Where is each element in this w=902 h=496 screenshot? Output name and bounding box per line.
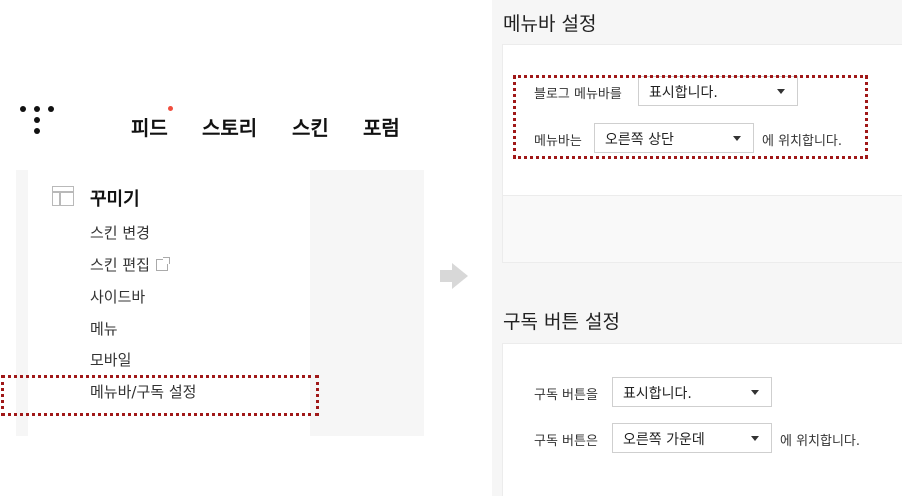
nav-story[interactable]: 스토리 [202, 116, 258, 140]
subscribe-show-value: 표시합니다. [623, 386, 692, 402]
tistory-logo-icon[interactable] [20, 106, 54, 140]
sidebar-item-skin-edit[interactable]: 스킨 편집 [90, 254, 170, 275]
sidebar-item-mobile[interactable]: 모바일 [90, 349, 131, 370]
sidebar-item-label: 메뉴바/구독 설정 [90, 383, 197, 401]
sidebar-item-sidebar[interactable]: 사이드바 [90, 286, 145, 307]
sidebar-item-label: 메뉴 [90, 320, 118, 338]
menubar-position-value: 오른쪽 상단 [605, 132, 674, 148]
layout-icon [52, 186, 74, 206]
menubar-position-label: 메뉴바는 [534, 134, 582, 149]
subscribe-show-select[interactable]: 표시합니다. [612, 377, 772, 407]
caret-down-icon [751, 390, 759, 395]
highlight-box-menubar [513, 75, 868, 159]
menubar-settings-title: 메뉴바 설정 [503, 13, 597, 35]
blog-menubar-label: 블로그 메뉴바를 [534, 87, 622, 102]
sidebar-item-label: 모바일 [90, 351, 132, 369]
subscribe-show-label: 구독 버튼을 [534, 388, 598, 403]
caret-down-icon [733, 136, 741, 141]
sidebar-item-menu[interactable]: 메뉴 [90, 318, 118, 339]
external-link-icon [155, 257, 170, 271]
blog-menubar-value: 표시합니다. [649, 85, 718, 101]
subscribe-settings-title: 구독 버튼 설정 [503, 311, 620, 333]
sidebar-item-menubar-subscribe[interactable]: 메뉴바/구독 설정 [90, 381, 196, 402]
menubar-position-suffix: 에 위치합니다. [762, 134, 843, 149]
caret-down-icon [777, 89, 785, 94]
sidebar [28, 170, 310, 436]
subscribe-position-label: 구독 버튼은 [534, 434, 598, 449]
highlight-box-sidebar [1, 375, 319, 416]
caret-down-icon [751, 436, 759, 441]
sidebar-item-skin-change[interactable]: 스킨 변경 [90, 222, 150, 243]
nav-feed[interactable]: 피드 [131, 116, 168, 140]
subscribe-settings-card [502, 343, 902, 496]
nav-skin[interactable]: 스킨 [292, 116, 329, 140]
sidebar-item-label: 스킨 변경 [90, 224, 150, 242]
subscribe-position-suffix: 에 위치합니다. [780, 434, 861, 449]
nav-forum[interactable]: 포럼 [363, 116, 400, 140]
sidebar-group-title[interactable]: 꾸미기 [90, 189, 140, 210]
notification-dot-icon [168, 106, 173, 111]
subscribe-position-value: 오른쪽 가운데 [623, 432, 705, 448]
sidebar-item-label: 스킨 편집 [90, 256, 150, 274]
menubar-settings-footer [502, 195, 902, 263]
subscribe-position-select[interactable]: 오른쪽 가운데 [612, 423, 772, 453]
sidebar-item-label: 사이드바 [90, 288, 146, 306]
menubar-position-select[interactable]: 오른쪽 상단 [594, 123, 754, 153]
